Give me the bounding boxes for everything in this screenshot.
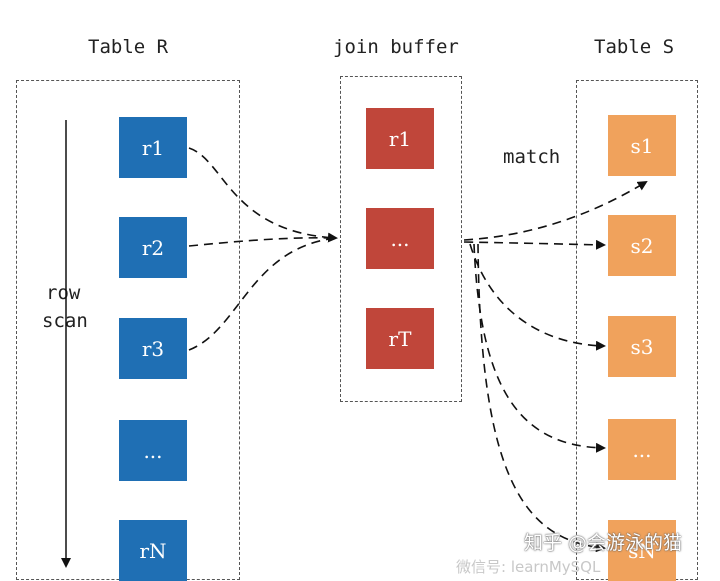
- watermark-secondary: 微信号: learnMySQL: [456, 558, 601, 576]
- table-s-header: Table S: [594, 36, 675, 58]
- table-r-row: r3: [119, 318, 187, 379]
- join-buffer-header: join buffer: [333, 36, 459, 58]
- table-s-row: s3: [608, 316, 676, 377]
- table-r-row: ...: [119, 420, 187, 481]
- buffer-row: ...: [366, 208, 434, 269]
- table-s-row: sN: [608, 520, 676, 581]
- table-s-row: s2: [608, 215, 676, 276]
- arrow-buffer-to-sn: [477, 243, 606, 553]
- table-s-row: ...: [608, 419, 676, 480]
- join-buffer-panel: [340, 76, 462, 402]
- arrow-buffer-to-s2: [463, 239, 606, 250]
- table-r-row: rN: [119, 520, 187, 581]
- arrow-r2-to-buffer: [188, 237, 337, 247]
- table-r-header: Table R: [88, 36, 169, 58]
- arrow-r3-to-buffer: [188, 237, 337, 351]
- arrow-buffer-to-s-dots: [473, 243, 606, 453]
- watermark-text: 知乎 @会游泳的猫: [524, 532, 683, 554]
- buffer-row: rT: [366, 308, 434, 369]
- table-r-row: r1: [119, 117, 187, 178]
- table-s-row: s1: [608, 115, 676, 176]
- row-scan-label-line1: row: [46, 282, 81, 304]
- table-r-row: r2: [119, 217, 187, 278]
- arrow-buffer-to-s1: [463, 180, 648, 241]
- buffer-row: r1: [366, 108, 434, 169]
- match-label: match: [503, 146, 561, 168]
- arrow-r1-to-buffer: [188, 147, 338, 243]
- row-scan-label-line2: scan: [42, 310, 88, 332]
- arrow-buffer-to-s3: [469, 243, 606, 351]
